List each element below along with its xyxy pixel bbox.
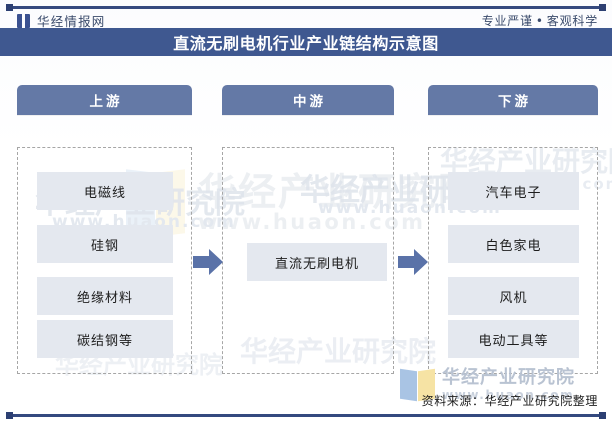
brand-tagline: 专业严谨•客观科学 — [482, 12, 598, 29]
item-chip-upstream-4: 碳结钢等 — [37, 320, 173, 358]
column-header-midstream: 中游 — [222, 85, 394, 115]
tagline-left: 专业严谨 — [481, 14, 533, 28]
item-chip-upstream-3: 绝缘材料 — [37, 277, 173, 315]
column-header-downstream: 下游 — [428, 85, 598, 115]
top-divider-rule — [6, 4, 606, 11]
source-note: 资料来源：华经产业研究院整理 — [421, 394, 598, 408]
group-box-midstream — [222, 147, 394, 374]
group-box-upstream — [17, 147, 192, 374]
tagline-right: 客观科学 — [546, 14, 598, 28]
column-header-label: 下游 — [498, 94, 531, 110]
item-chip-downstream-2: 白色家电 — [448, 225, 579, 263]
item-chip-midstream-1: 直流无刷电机 — [247, 243, 387, 281]
chart-title-band: 直流无刷电机行业产业链结构示意图 — [0, 28, 612, 56]
group-box-downstream — [428, 147, 598, 374]
book-mark-icon — [17, 13, 30, 28]
item-chip-downstream-3: 风机 — [448, 277, 579, 315]
brand-row: 华经情报网 专业严谨•客观科学 — [0, 10, 612, 32]
column-header-label: 中游 — [293, 94, 326, 110]
bottom-divider-rule — [6, 412, 606, 419]
brand-name: 华经情报网 — [37, 14, 106, 29]
item-chip-downstream-1: 汽车电子 — [448, 172, 579, 210]
arrow-right-icon — [398, 248, 428, 276]
tagline-separator-dot: • — [535, 14, 544, 28]
column-header-label: 上游 — [89, 94, 123, 110]
item-chip-upstream-2: 硅钢 — [37, 225, 173, 263]
chart-title: 直流无刷电机行业产业链结构示意图 — [173, 34, 439, 53]
brand-lockup: 华经情报网 — [17, 11, 106, 30]
column-header-upstream: 上游 — [17, 85, 192, 115]
arrow-right-icon — [193, 248, 223, 276]
item-chip-upstream-1: 电磁线 — [37, 172, 173, 210]
item-chip-downstream-4: 电动工具等 — [448, 320, 579, 358]
